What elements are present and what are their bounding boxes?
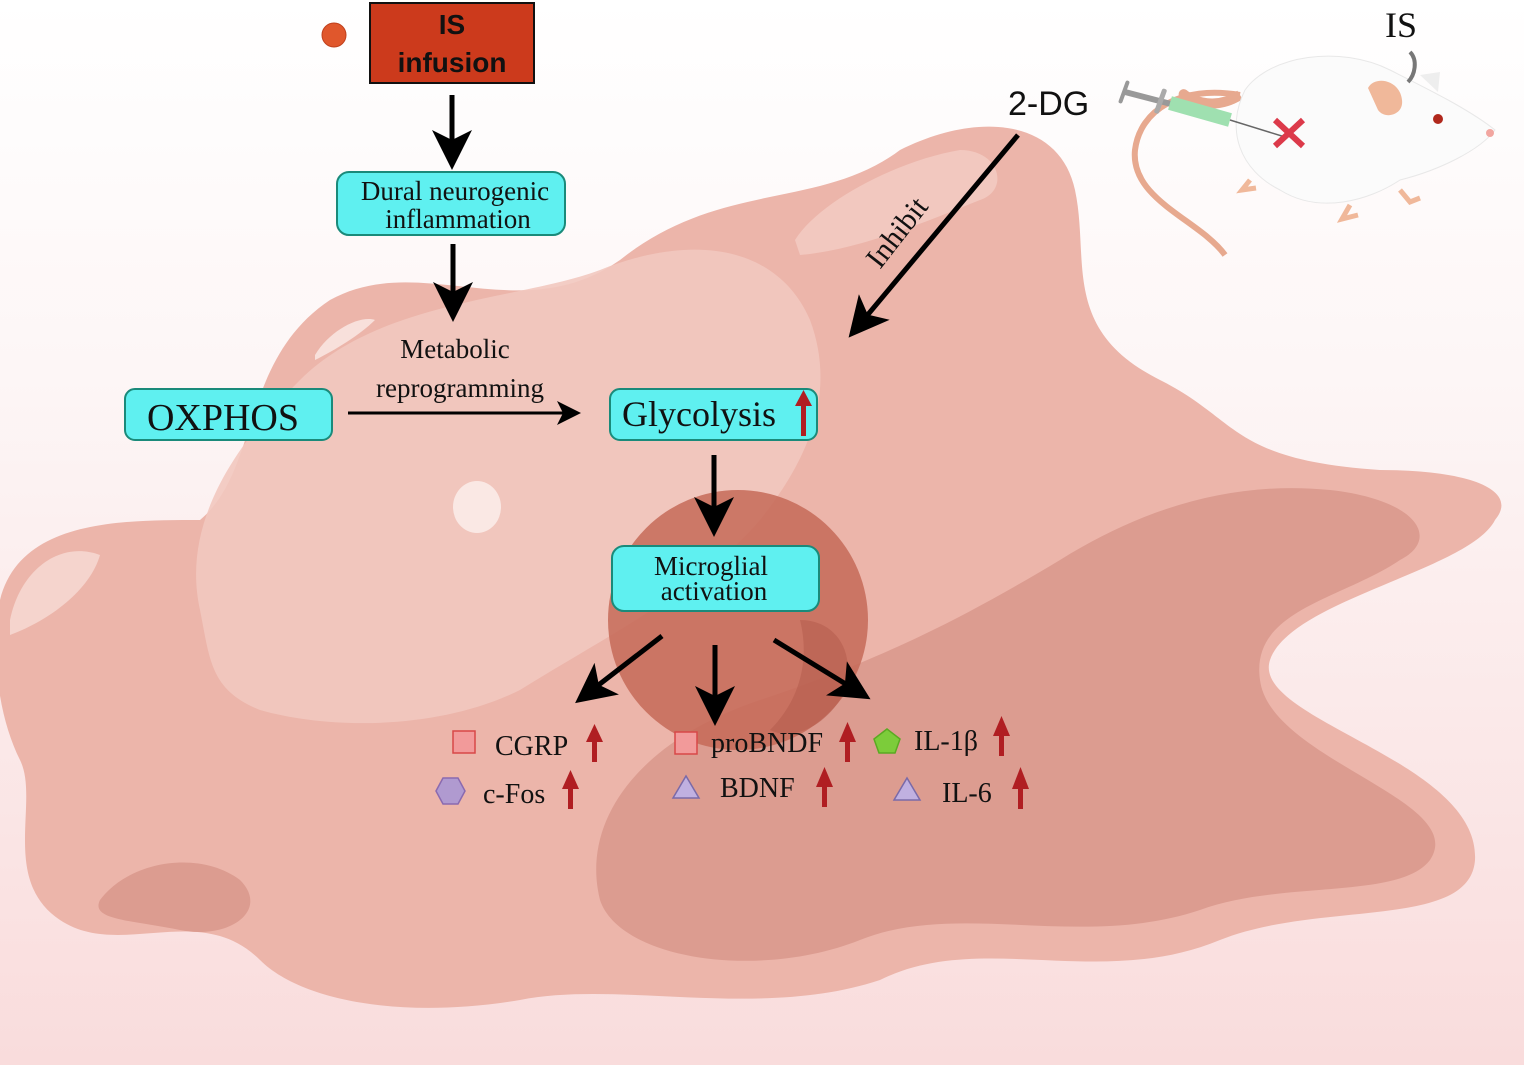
up-arrow-icon [816,767,833,807]
mouse-illustration [1118,50,1496,257]
infusion-dot-icon [321,22,347,48]
marker-bdnf: BDNF [671,767,833,807]
reprogramming-label: reprogramming [376,373,544,403]
is-infusion-box [369,2,535,84]
square-icon [452,730,476,754]
flow-arrows [348,95,1020,726]
dural-inflammation-box: Dural neurogenic inflammation [336,171,566,236]
up-arrow-icon [562,770,579,809]
microglial-activation-box: Microglial activation [611,545,820,612]
marker-probndf: proBNDF [674,722,856,762]
svg-text:c-Fos: c-Fos [483,779,545,810]
mouse-is-label: IS [1385,5,1417,45]
is-infusion-label-2: infusion [398,47,507,78]
svg-text:proBNDF: proBNDF [711,728,823,759]
pentagon-icon [873,728,901,754]
svg-text:Glycolysis: Glycolysis [622,394,776,434]
svg-text:CGRP: CGRP [495,731,568,762]
metabolic-label: Metabolic [400,334,509,364]
marker-cgrp: CGRP [452,724,603,762]
syringe-icon [1118,80,1286,138]
marker-list: CGRP c-Fos proBNDF BDNF IL-1β IL-6 [435,716,1029,810]
up-arrow-icon [795,390,812,436]
svg-text:IL-1β: IL-1β [914,726,978,757]
svg-text:Microglial: Microglial [654,551,768,581]
svg-text:OXPHOS: OXPHOS [147,397,299,439]
marker-il1b: IL-1β [873,716,1010,757]
blocked-x-icon [1272,117,1306,149]
drug-label: 2-DG [1008,85,1089,123]
mouse-eye [1433,114,1443,124]
marker-il6: IL-6 [892,767,1029,809]
square-icon [674,731,698,755]
triangle-icon [671,774,701,799]
hexagon-icon [435,777,466,805]
svg-text:activation: activation [661,576,768,606]
triangle-icon [892,776,922,801]
up-arrow-icon [1012,767,1029,809]
is-infusion-label-1: IS [439,9,465,40]
oxphos-box: OXPHOS [124,388,333,441]
svg-text:BDNF: BDNF [720,773,795,804]
up-arrow-icon [839,722,856,762]
marker-cfos: c-Fos [435,770,579,810]
svg-text:IL-6: IL-6 [942,778,992,809]
svg-text:inflammation: inflammation [385,204,531,234]
glycolysis-box: Glycolysis [609,388,818,441]
up-arrow-icon [993,716,1010,756]
svg-text:Dural neurogenic: Dural neurogenic [361,176,549,206]
up-arrow-icon [586,724,603,762]
cannula-icon [1406,50,1417,84]
